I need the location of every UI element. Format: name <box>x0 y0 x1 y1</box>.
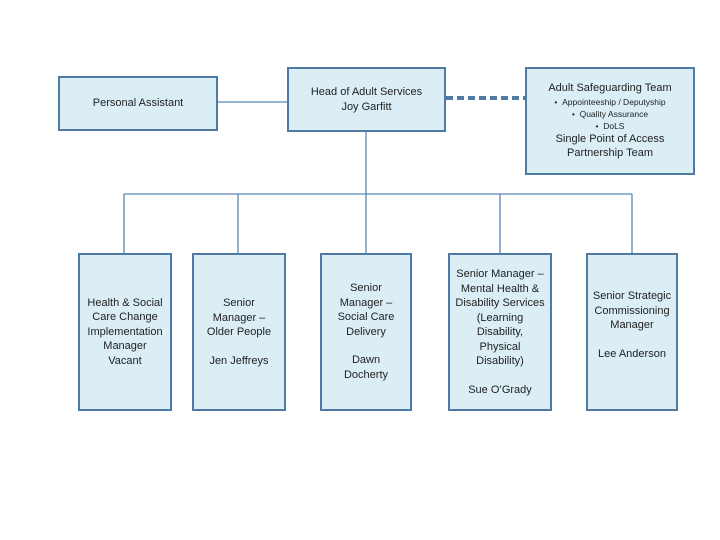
manager-name: Lee Anderson <box>598 347 666 360</box>
manager-title-line: Senior Strategic <box>592 290 672 302</box>
manager-title-line: Care Change <box>92 311 158 324</box>
manager-title-line: Senior <box>350 282 382 294</box>
manager-name: Sue O’Grady <box>468 383 532 396</box>
manager-box-strategic-commissioning: Senior Strategic Commissioning Manager L… <box>586 253 678 411</box>
personal-assistant-box: Personal Assistant <box>58 76 218 131</box>
safeguarding-title: Adult Safeguarding Team <box>548 82 672 95</box>
manager-title-line: Health & Social <box>87 296 163 309</box>
manager-title-line: Senior <box>223 297 255 309</box>
manager-title-line: Disability Services <box>455 297 545 309</box>
manager-title-line: Manager <box>103 340 147 353</box>
manager-name: Dawn <box>351 354 381 366</box>
safeguarding-item: Appointeeship / Deputyship <box>554 96 666 108</box>
spoa-line-2: Partnership Team <box>566 147 653 160</box>
manager-title-line: Manager – <box>339 296 393 309</box>
safeguarding-box: Adult Safeguarding Team Appointeeship / … <box>525 67 695 175</box>
manager-title-line: Mental Health & <box>460 282 540 295</box>
head-title: Head of Adult Services <box>310 86 423 98</box>
manager-name: Jen Jeffreys <box>209 354 269 367</box>
manager-name: Docherty <box>343 368 389 381</box>
manager-title-line: Disability) <box>476 355 524 367</box>
head-of-adult-services-box: Head of Adult Services Joy Garfitt <box>287 67 446 132</box>
manager-title-line: Older People <box>206 326 272 338</box>
manager-title-line: Physical <box>479 340 521 353</box>
safeguarding-list: Appointeeship / Deputyship Quality Assur… <box>554 96 666 132</box>
manager-title-line: Implementation <box>87 325 163 338</box>
manager-status: Vacant <box>108 354 142 367</box>
personal-assistant-title: Personal Assistant <box>92 97 184 110</box>
manager-title-line: Disability, <box>476 326 524 338</box>
manager-title-line: Manager – <box>212 311 266 324</box>
manager-title-line: Senior Manager – <box>456 268 544 280</box>
manager-title-line: Social Care <box>337 311 395 323</box>
safeguarding-item: DoLS <box>554 120 665 132</box>
manager-box-older-people: Senior Manager – Older People Jen Jeffre… <box>192 253 286 411</box>
spoa-line-1: Single Point of Access <box>555 132 665 145</box>
manager-title-line: (Learning <box>476 311 524 324</box>
manager-title-line: Delivery <box>346 325 386 338</box>
manager-title-line: Manager <box>610 319 654 331</box>
manager-title-line: Commissioning <box>594 304 670 317</box>
manager-box-social-care-delivery: Senior Manager – Social Care Delivery Da… <box>320 253 412 411</box>
safeguarding-item: Quality Assurance <box>554 108 665 120</box>
manager-box-change-implementation: Health & Social Care Change Implementati… <box>78 253 172 411</box>
manager-box-mental-health-disability: Senior Manager – Mental Health & Disabil… <box>448 253 552 411</box>
head-name: Joy Garfitt <box>341 100 392 113</box>
